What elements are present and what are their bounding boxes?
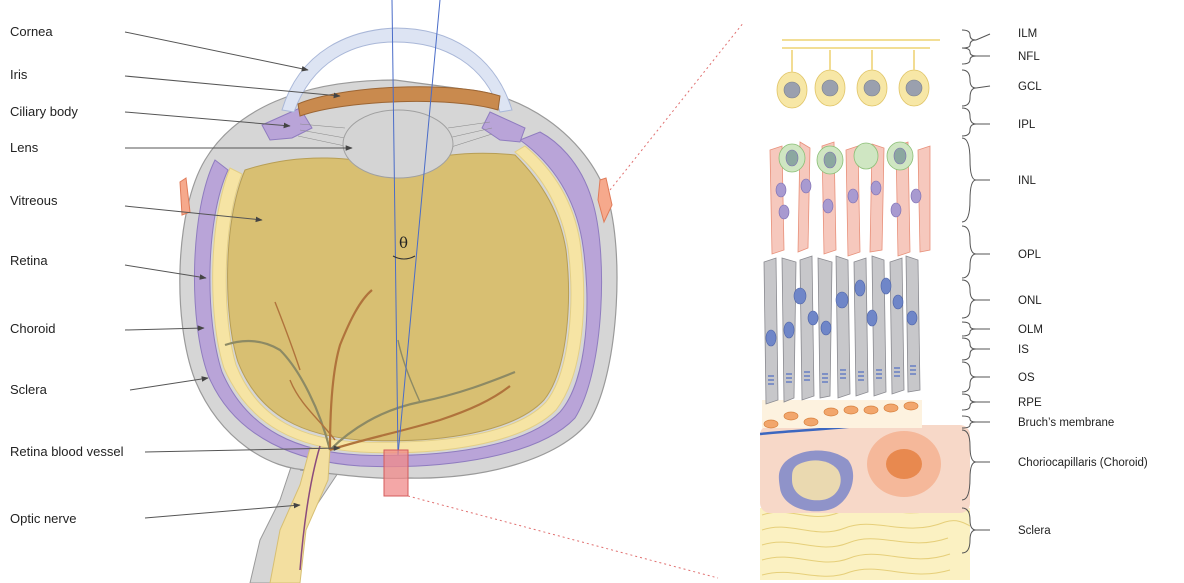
label-os: OS <box>1018 372 1035 384</box>
label-inl: INL <box>1018 175 1037 187</box>
label-choriocapillaris: Choriocapillaris (Choroid) <box>1018 457 1148 469</box>
label-retina-blood-vessel: Retina blood vessel <box>10 444 124 459</box>
label-nfl: NFL <box>1018 51 1040 63</box>
label-bruchs-membrane: Bruch’s membrane <box>1018 417 1114 429</box>
choroid-vessel-blue-lumen <box>792 460 841 500</box>
zoom-line-top <box>610 22 744 190</box>
label-ipl: IPL <box>1018 119 1036 131</box>
label-gcl: GCL <box>1018 81 1042 93</box>
angle-theta-label: θ <box>399 234 408 252</box>
muscle-left <box>180 178 190 215</box>
zoom-line-bottom <box>408 496 718 578</box>
vitreous-body <box>228 153 569 440</box>
choroid-vessel-orange-core <box>886 449 922 479</box>
eye-labels: Cornea Iris Ciliary body Lens Vitreous R… <box>10 24 124 526</box>
label-onl: ONL <box>1018 295 1042 307</box>
eye-cross-section: θ <box>180 0 744 583</box>
nerve-fiber-layer <box>782 40 940 72</box>
label-opl: OPL <box>1018 249 1042 261</box>
label-lens: Lens <box>10 140 39 155</box>
retina-layers-inset <box>760 40 970 583</box>
inset-box <box>384 450 408 496</box>
sclera-layer <box>760 508 970 583</box>
label-choroid: Choroid <box>10 321 56 336</box>
label-sclera: Sclera <box>10 382 48 397</box>
lens-shape <box>343 110 453 178</box>
label-olm: OLM <box>1018 324 1043 336</box>
label-is: IS <box>1018 344 1029 356</box>
label-optic-nerve: Optic nerve <box>10 511 76 526</box>
label-ciliary-body: Ciliary body <box>10 104 78 119</box>
label-cornea: Cornea <box>10 24 53 39</box>
label-iris: Iris <box>10 67 28 82</box>
label-retina: Retina <box>10 253 48 268</box>
layer-labels: ILM NFL GCL IPL INL OPL ONL OLM IS OS RP… <box>1018 28 1148 537</box>
label-rpe: RPE <box>1018 397 1042 409</box>
label-ilm: ILM <box>1018 28 1037 40</box>
label-vitreous: Vitreous <box>10 193 58 208</box>
label-sclera-layer: Sclera <box>1018 525 1051 537</box>
